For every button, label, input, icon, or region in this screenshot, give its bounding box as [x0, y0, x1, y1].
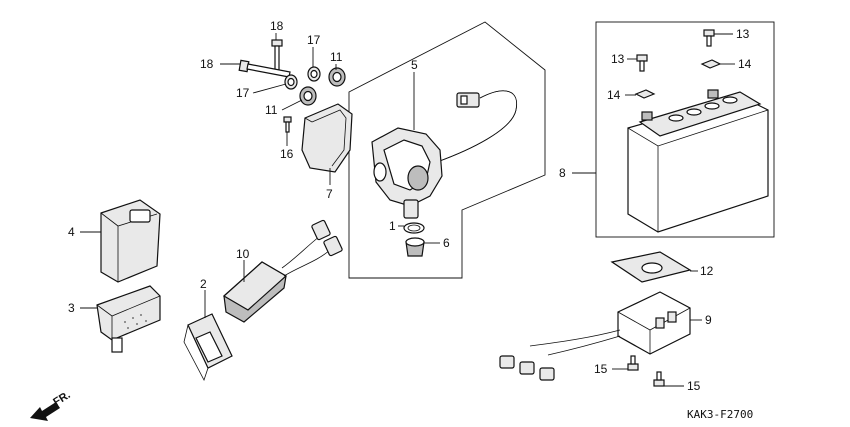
bolt-part-17-right [653, 371, 665, 387]
callout-14-right: 14 [738, 57, 752, 71]
bracket-part-2 [183, 313, 233, 382]
collar-part-15-upper [307, 66, 321, 82]
callout-18-lower: 18 [200, 57, 214, 71]
cap-part-6 [405, 237, 425, 257]
callout-5: 5 [411, 58, 418, 72]
group-frame-battery [595, 21, 775, 238]
switch-cover-part-7 [301, 103, 353, 173]
box-cover-part-4 [100, 199, 161, 283]
regulator-part-9 [499, 291, 691, 381]
callout-10: 10 [236, 247, 250, 261]
callout-17-left: 15 [594, 362, 608, 376]
bolt-part-13-right [703, 29, 715, 47]
front-direction-arrow-icon [30, 402, 60, 421]
callout-1: 1 [389, 219, 396, 233]
callout-18-upper: 18 [270, 19, 284, 33]
callout-13-left: 13 [611, 52, 625, 66]
callout-9: 9 [705, 313, 712, 327]
callout-4: 4 [68, 225, 75, 239]
drawing-code: KAK3-F2700 [687, 408, 753, 421]
nut-part-14-left [634, 89, 656, 99]
callout-13-right: 13 [736, 27, 750, 41]
battery-part-8 [627, 89, 769, 233]
callout-17-right: 15 [687, 379, 701, 393]
bolt-part-18-upper [271, 39, 283, 71]
switch-assembly-part-5 [371, 90, 518, 219]
leader-lines [80, 33, 735, 387]
grommet-part-11-lower [299, 86, 317, 106]
nut-part-14-right [700, 59, 722, 69]
callout-15-upper: 17 [307, 33, 321, 47]
grommet-part-11-upper [328, 67, 346, 87]
callout-8: 8 [559, 166, 566, 180]
control-unit-part-10 [222, 219, 343, 323]
callout-15-lower: 17 [236, 86, 250, 100]
callout-11-lower: 11 [265, 103, 278, 117]
group-frame-switch [348, 21, 546, 279]
screw-part-16 [283, 116, 292, 133]
fuse-box-part-3 [96, 285, 161, 353]
callout-14-left: 14 [607, 88, 621, 102]
callout-7: 7 [326, 187, 333, 201]
collar-part-15-lower [284, 74, 298, 90]
callout-6: 6 [443, 236, 450, 250]
callout-3: 3 [68, 301, 75, 315]
plate-part-12 [610, 251, 692, 283]
callout-2: 2 [200, 277, 207, 291]
bolt-part-17-left [627, 355, 639, 371]
callout-11-upper: 11 [330, 50, 343, 64]
bolt-part-13-left [636, 54, 648, 72]
bolt-part-18-lower [238, 59, 291, 78]
callout-16-label: 16 [280, 147, 294, 161]
callout-12: 12 [700, 264, 714, 278]
clip-part-1 [403, 222, 425, 234]
